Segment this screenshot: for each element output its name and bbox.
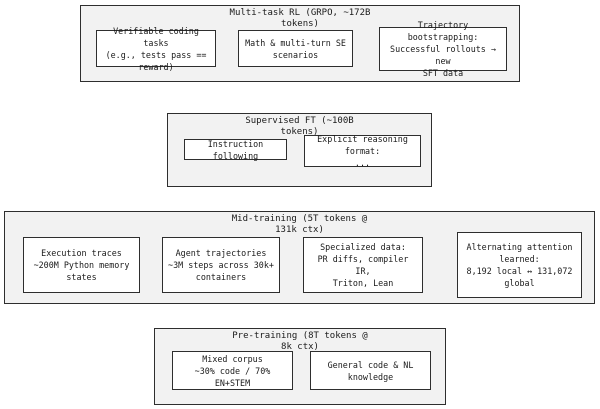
instruction-following-box: Instruction following xyxy=(184,139,287,161)
alternating-attention-box: Alternating attention learned: 8,192 loc… xyxy=(457,232,582,298)
reasoning-format-box: Explicit reasoning format: ... xyxy=(304,134,421,168)
stage-title: Multi-task RL (GRPO, ~172B tokens) xyxy=(229,8,371,29)
stage-title: Pre-training (8T tokens @ 8k ctx) xyxy=(232,331,368,352)
stage-title: Mid-training (5T tokens @ 131k ctx) xyxy=(231,214,368,235)
specialized-data-box: Specialized data: PR diffs, compiler IR,… xyxy=(303,237,423,293)
stage-pre-training: Pre-training (8T tokens @ 8k ctx) Mixed … xyxy=(154,328,446,405)
trajectory-bootstrapping-box: Trajectory bootstrapping: Successful rol… xyxy=(379,20,507,78)
execution-traces-box: Execution traces ~200M Python memory sta… xyxy=(23,237,140,293)
stage-mid-training: Mid-training (5T tokens @ 131k ctx) Exec… xyxy=(4,211,595,304)
stage-multitask-rl: Multi-task RL (GRPO, ~172B tokens) Verif… xyxy=(80,5,520,82)
verifiable-coding-box: Verifiable coding tasks (e.g., tests pas… xyxy=(96,26,216,72)
general-knowledge-box: General code & NL knowledge xyxy=(310,351,431,390)
mixed-corpus-box: Mixed corpus ~30% code / 70% EN+STEM xyxy=(172,351,293,390)
stage-title: Supervised FT (~100B tokens) xyxy=(245,116,354,137)
math-se-box: Math & multi-turn SE scenarios xyxy=(238,30,353,67)
agent-trajectories-box: Agent trajectories ~3M steps across 30k+… xyxy=(162,237,280,293)
stage-supervised-ft: Supervised FT (~100B tokens) Instruction… xyxy=(167,113,432,187)
